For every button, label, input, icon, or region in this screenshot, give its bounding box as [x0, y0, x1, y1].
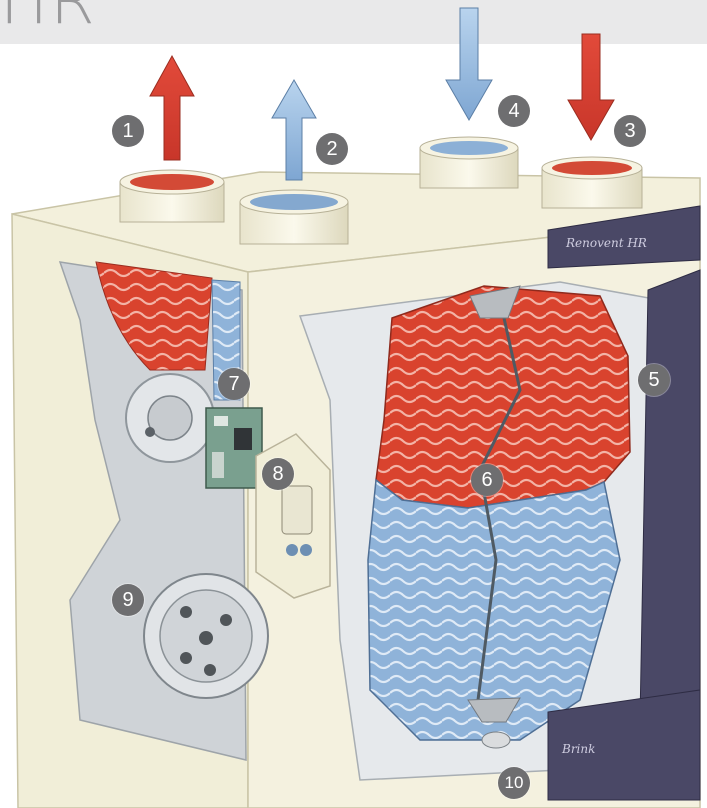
condensate-drain: [482, 732, 510, 748]
callout-3: 3: [614, 115, 646, 147]
duct-collar-2: [240, 190, 348, 244]
callout-1: 1: [112, 115, 144, 147]
callout-9: 9: [112, 584, 144, 616]
duct-collar-3: [542, 157, 642, 208]
duct-collar-1: [120, 170, 224, 222]
callout-8: 8: [262, 458, 294, 490]
arrow-2-up: [272, 80, 316, 180]
duct-collar-4: [420, 137, 518, 188]
callout-7: 7: [218, 368, 250, 400]
front-panel-right: [640, 270, 700, 720]
callout-5: 5: [638, 364, 670, 396]
callout-10: 10: [498, 767, 530, 799]
arrow-3-down: [568, 34, 614, 140]
brand-label-bottom: Brink: [562, 742, 595, 756]
callout-6: 6: [471, 464, 503, 496]
arrow-1-exhaust-up: [150, 56, 194, 160]
brand-label-top: Renovent HR: [566, 236, 647, 250]
callout-4: 4: [498, 95, 530, 127]
callout-2: 2: [316, 133, 348, 165]
arrow-4-down: [446, 8, 492, 120]
